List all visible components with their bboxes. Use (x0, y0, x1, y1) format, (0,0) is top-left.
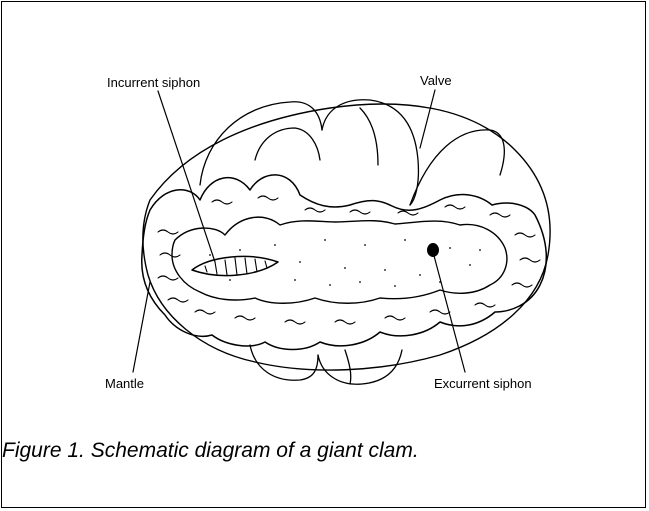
valve-rib (200, 102, 322, 185)
excurrent-siphon-label: Excurrent siphon (434, 377, 532, 390)
valve-outline (143, 104, 550, 370)
valve-rib (345, 350, 351, 384)
valve-rib (410, 130, 504, 205)
incurrent-siphon-leader (158, 91, 215, 262)
valve-rib (318, 350, 402, 384)
mantle-leader (133, 282, 150, 372)
excurrent-siphon-leader (433, 252, 465, 372)
mantle-inner-edge (172, 217, 507, 303)
incurrent-siphon-label: Incurrent siphon (107, 76, 200, 89)
valve-rib (360, 108, 378, 165)
valve-rib (255, 128, 320, 160)
mantle-outer-edge (142, 175, 547, 350)
valve-rib (322, 100, 418, 205)
mantle-label: Mantle (105, 377, 144, 390)
excurrent-siphon-shape (428, 244, 439, 257)
figure-caption: Figure 1. Schematic diagram of a giant c… (2, 440, 419, 461)
valve-label: Valve (420, 74, 452, 87)
valve-leader (420, 90, 435, 148)
